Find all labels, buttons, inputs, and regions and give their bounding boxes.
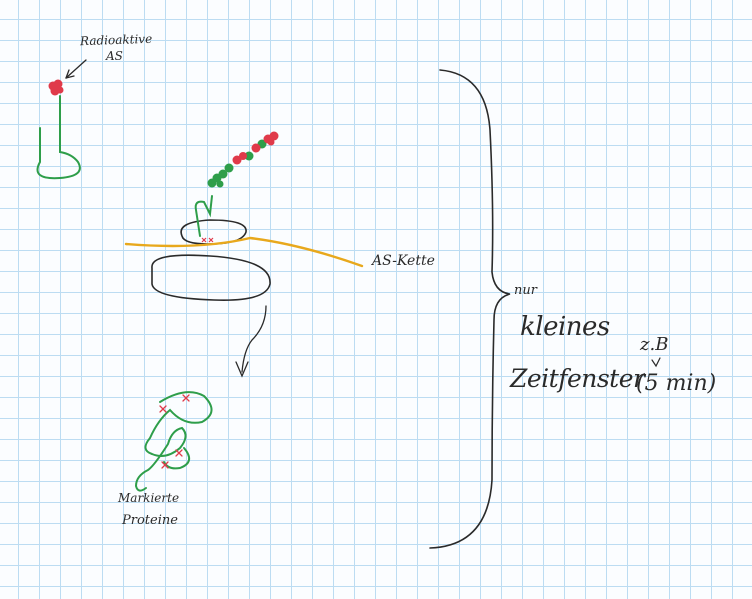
curly-brace xyxy=(429,69,511,549)
marked-protein xyxy=(134,391,213,492)
radioactive-amino-acid xyxy=(48,79,64,96)
radioactive-label-line2: AS xyxy=(106,49,123,63)
marked-protein-label-line2: Proteine xyxy=(122,513,178,528)
ribosome-small-subunit xyxy=(180,219,247,245)
radioactive-arrow xyxy=(65,59,87,79)
radioactive-label-line1: Radioaktive xyxy=(79,31,153,49)
growing-peptide xyxy=(207,131,279,188)
note-kleines: kleines xyxy=(520,312,610,342)
zb-tick xyxy=(651,357,661,368)
label-crosses xyxy=(159,394,190,469)
note-zeitfenster: Zeitfenster xyxy=(510,364,645,393)
marked-protein-label-line1: Markierte xyxy=(118,491,180,505)
chain-label: AS-Kette xyxy=(372,253,435,269)
bound-trna xyxy=(194,195,213,237)
note-zb: z.B xyxy=(640,334,669,355)
down-arrow xyxy=(235,305,267,378)
ribosome-large-subunit xyxy=(151,254,271,301)
amino-acid-chain-line xyxy=(124,236,364,268)
note-nur: nur xyxy=(514,283,537,298)
free-trna xyxy=(36,79,81,180)
note-time-window: (5 min) xyxy=(636,371,717,396)
codon-marks xyxy=(201,237,214,243)
